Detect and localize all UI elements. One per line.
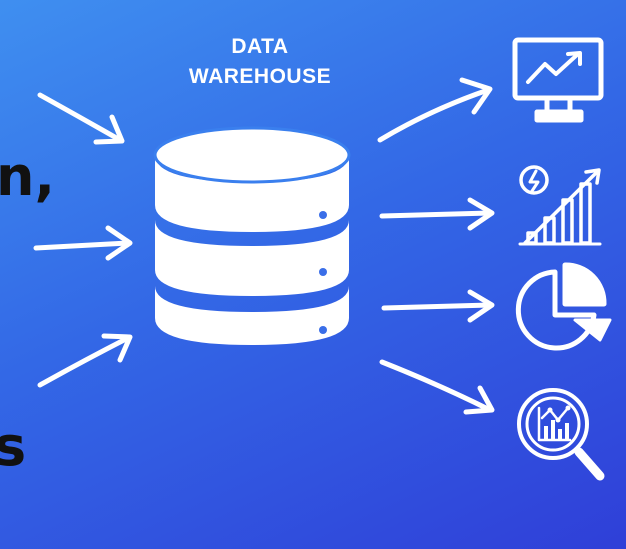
pie-chart-icon: [515, 262, 612, 351]
magnify-analytics-icon: [517, 388, 605, 481]
database-cylinder-icon: [153, 126, 351, 345]
title-line-2: WAREHOUSE: [188, 65, 332, 88]
left-edge-text-top: n,: [0, 145, 55, 208]
outgoing-arrow-4: [379, 359, 495, 415]
monitor-chart-icon: [512, 37, 604, 123]
incoming-arrow-top: [37, 92, 125, 145]
outgoing-arrow-1: [377, 77, 493, 143]
left-edge-text-bottom: s: [0, 415, 27, 478]
growth-bars-icon: [518, 165, 602, 246]
outgoing-arrow-2: [379, 197, 495, 231]
diagram-title: DATA WAREHOUSE: [155, 32, 365, 92]
title-line-1: DATA: [231, 35, 289, 58]
incoming-arrow-middle: [33, 225, 133, 261]
outgoing-arrow-3: [381, 289, 495, 323]
incoming-arrow-bottom: [37, 333, 133, 388]
